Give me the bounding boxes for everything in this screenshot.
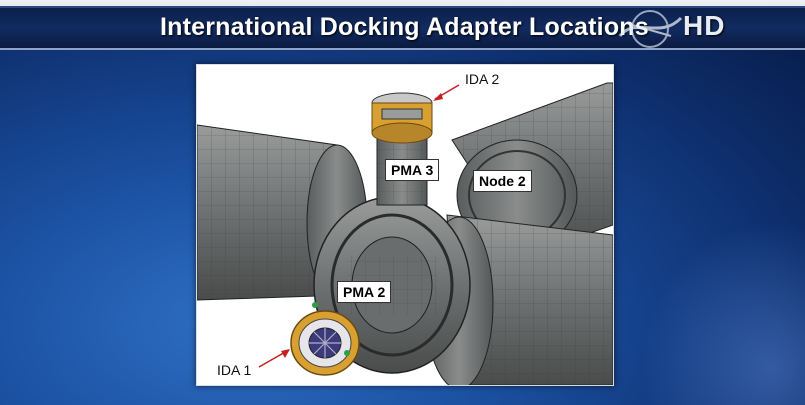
- nasa-logo-icon: [618, 10, 683, 48]
- node2-label: Node 2: [473, 170, 532, 192]
- ida1-label: IDA 1: [217, 362, 252, 378]
- hd-badge: HD: [683, 10, 726, 41]
- title-bar: [0, 6, 805, 50]
- ida2-label: IDA 2: [465, 71, 500, 87]
- pma3-label: PMA 3: [385, 159, 440, 181]
- ida2-adapter: [371, 92, 433, 144]
- page-title: International Docking Adapter Locations: [160, 13, 649, 41]
- diagram-panel: IDA 2 PMA 3 Node 2 PMA 2 IDA 1: [196, 64, 614, 386]
- ida2-arrow: [433, 84, 460, 101]
- ida1-arrow: [258, 349, 290, 368]
- background-glow: [640, 220, 805, 405]
- iss-diagram: [197, 82, 613, 385]
- right-module: [424, 214, 613, 385]
- ida1-adapter: [290, 302, 360, 376]
- pma2-label: PMA 2: [337, 281, 392, 303]
